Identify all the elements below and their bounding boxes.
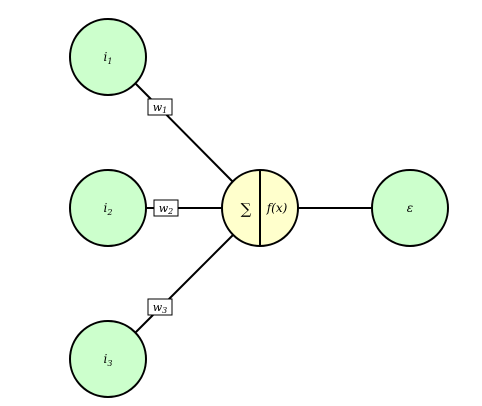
neuron-node: ∑ f(x) — [221, 169, 299, 247]
output-label: ε — [407, 201, 413, 215]
weight-label-1: w1 — [153, 101, 168, 115]
edge-input-3-neuron — [135, 234, 234, 333]
input-label-3: i3 — [104, 352, 113, 368]
weight-box-2: w2 — [153, 199, 179, 217]
input-label-1: i1 — [104, 50, 113, 66]
weight-box-3: w3 — [147, 298, 173, 316]
weight-label-2: w2 — [159, 202, 174, 216]
weight-box-1: w1 — [147, 98, 173, 116]
input-node-3: i3 — [69, 320, 147, 398]
sum-symbol: ∑ — [241, 200, 252, 218]
input-node-1: i1 — [69, 18, 147, 96]
output-node: ε — [371, 169, 449, 247]
input-label-2: i2 — [104, 201, 113, 217]
weight-label-3: w3 — [153, 301, 168, 315]
activation-function-label: f(x) — [266, 201, 288, 215]
input-node-2: i2 — [69, 169, 147, 247]
